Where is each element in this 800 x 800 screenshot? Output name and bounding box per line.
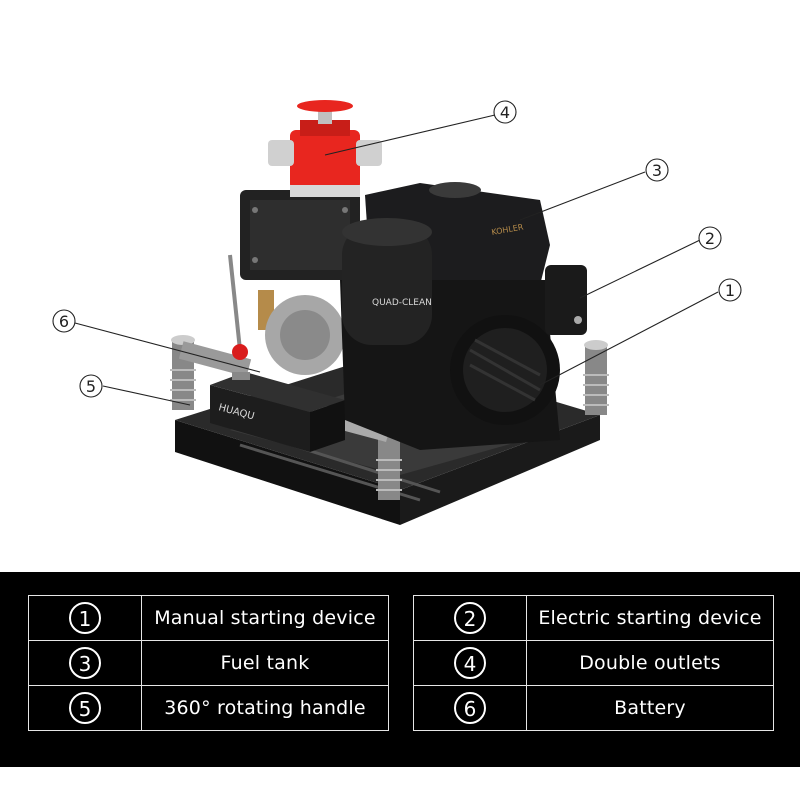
spring-feet bbox=[170, 335, 609, 500]
engine: KOHLER QUAD-CLEAN bbox=[340, 182, 587, 450]
legend-label-manual-starting: Manual starting device bbox=[141, 595, 389, 641]
product-photo: HUAQU bbox=[52, 100, 742, 525]
callout-5: 5 bbox=[86, 377, 96, 396]
legend-label-battery: Battery bbox=[526, 685, 774, 731]
legend-number-4: 4 bbox=[454, 647, 486, 679]
callout-lines bbox=[74, 114, 719, 406]
callout-markers: 4 3 2 1 6 5 bbox=[52, 100, 742, 398]
bottom-margin bbox=[0, 767, 800, 800]
pump-body bbox=[228, 190, 360, 375]
legend-row: 2 Electric starting device bbox=[413, 595, 774, 641]
legend-row: 1 Manual starting device bbox=[28, 595, 389, 641]
legend-row: 6 Battery bbox=[413, 685, 774, 731]
legend-row: 5 360° rotating handle bbox=[28, 685, 389, 731]
callout-2: 2 bbox=[705, 229, 715, 248]
legend-number-1: 1 bbox=[69, 602, 101, 634]
legend-label-double-outlets: Double outlets bbox=[526, 640, 774, 686]
callout-3: 3 bbox=[652, 161, 662, 180]
air-cleaner-label: QUAD-CLEAN bbox=[372, 298, 432, 308]
legend-row: 4 Double outlets bbox=[413, 640, 774, 686]
legend-label-fuel-tank: Fuel tank bbox=[141, 640, 389, 686]
legend-number-2: 2 bbox=[454, 602, 486, 634]
legend-label-rotating-handle: 360° rotating handle bbox=[141, 685, 389, 731]
double-outlets bbox=[268, 100, 382, 197]
callout-1: 1 bbox=[725, 281, 735, 300]
legend-number-6: 6 bbox=[454, 692, 486, 724]
fire-pump-illustration: HUAQU bbox=[52, 100, 742, 525]
callout-6: 6 bbox=[59, 312, 69, 331]
battery: HUAQU bbox=[210, 372, 345, 452]
legend-label-electric-starting: Electric starting device bbox=[526, 595, 774, 641]
legend-row: 3 Fuel tank bbox=[28, 640, 389, 686]
callout-4: 4 bbox=[500, 103, 510, 122]
legend-number-3: 3 bbox=[69, 647, 101, 679]
legend-table-right: 2 Electric starting device 4 Double outl… bbox=[413, 595, 774, 731]
legend-table-left: 1 Manual starting device 3 Fuel tank 5 3… bbox=[28, 595, 389, 731]
legend-number-5: 5 bbox=[69, 692, 101, 724]
